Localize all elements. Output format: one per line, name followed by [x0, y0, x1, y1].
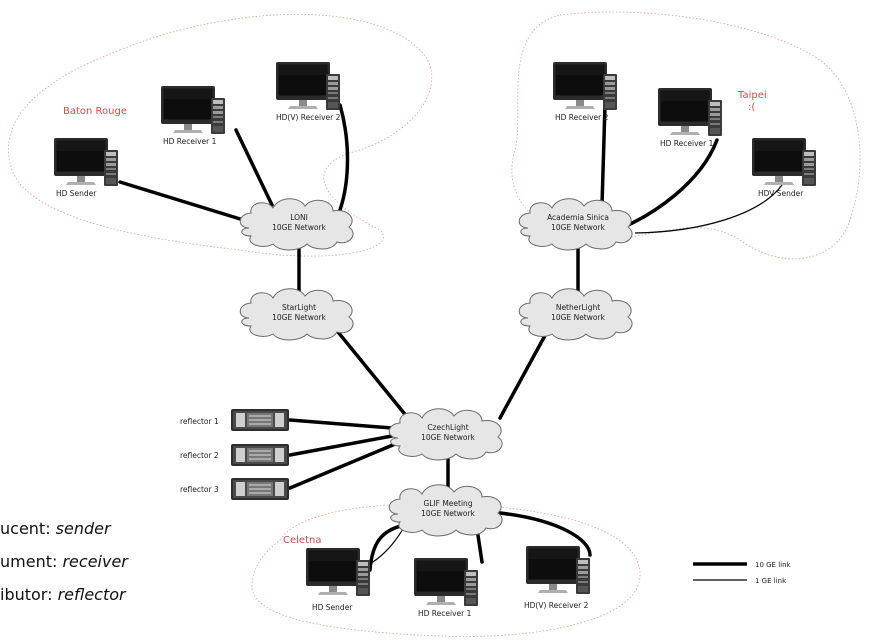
link-tp-hdv-sender-academia — [634, 184, 783, 234]
link-starlight-czechlight — [336, 330, 410, 420]
link-br-sender-loni — [118, 180, 252, 224]
computer-icon — [553, 62, 617, 110]
cloud-glif-meeting: GLIF Meeting 10GE Network — [388, 484, 503, 537]
svg-text:Academia Sinica: Academia Sinica — [547, 213, 609, 222]
workstation-br-receiver1: HD Receiver 1 — [161, 86, 225, 146]
svg-text:HD Sender: HD Sender — [56, 189, 97, 198]
svg-text:10GE Network: 10GE Network — [421, 433, 475, 442]
link-tp-receiver1-academia — [626, 138, 719, 227]
link-reflector1-czechlight — [288, 418, 394, 430]
svg-text:HD Receiver 1: HD Receiver 1 — [163, 137, 217, 146]
svg-text:StarLight: StarLight — [282, 303, 316, 312]
computer-icon — [54, 138, 118, 186]
svg-text:HD Receiver 1: HD Receiver 1 — [418, 609, 472, 618]
side-text-line-2: ument: receiver — [0, 552, 128, 571]
cloud-loni: LONI 10GE Network — [239, 198, 354, 251]
svg-text:HD Sender: HD Sender — [312, 603, 353, 612]
site-label-celetna: Celetna — [283, 535, 321, 546]
workstation-cz-receiver1: HD Receiver 1 — [414, 558, 478, 618]
cloud-netherlight: NetherLight 10GE Network — [518, 288, 633, 341]
legend-thick-label: 10 GE link — [755, 561, 792, 569]
site-label-baton-rouge: Baton Rouge — [63, 106, 127, 117]
link-reflector3-czechlight — [288, 440, 402, 490]
svg-text:reflector 1: reflector 1 — [180, 417, 219, 426]
reflector-2: reflector 2 — [180, 444, 289, 466]
workstation-cz-sender: HD Sender — [306, 548, 370, 612]
svg-text:HD(V) Receiver 2: HD(V) Receiver 2 — [276, 113, 341, 122]
link-glif-cz-receiver2 — [498, 511, 592, 557]
server-icon — [231, 478, 289, 500]
svg-text:HD Receiver 2: HD Receiver 2 — [555, 113, 609, 122]
svg-text:10GE Network: 10GE Network — [551, 223, 605, 232]
site-label-taipei: Taipei — [737, 90, 767, 101]
svg-text:10GE Network: 10GE Network — [272, 223, 326, 232]
workstation-cz-receiver2: HD(V) Receiver 2 — [524, 546, 590, 610]
workstation-tp-hdv-sender: HDV Sender — [752, 138, 816, 198]
computer-icon — [414, 558, 478, 606]
svg-text:HD(V) Receiver 2: HD(V) Receiver 2 — [524, 601, 589, 610]
svg-text:10GE Network: 10GE Network — [272, 313, 326, 322]
link-tp-receiver2-academia — [600, 103, 607, 207]
svg-text:CzechLight: CzechLight — [427, 423, 468, 432]
site-label-taipei-note: :( — [748, 102, 755, 113]
reflector-1: reflector 1 — [180, 409, 289, 431]
workstation-br-receiver2: HD(V) Receiver 2 — [276, 62, 341, 122]
computer-icon — [526, 546, 590, 594]
legend-thin-label: 1 GE link — [755, 577, 787, 585]
legend: 10 GE link 1 GE link — [693, 561, 792, 585]
side-text-line-1: ucent: sender — [0, 519, 111, 538]
region-baton-rouge-outline — [8, 13, 432, 257]
side-text-line-3: ibutor: reflector — [0, 585, 126, 604]
reflector-3: reflector 3 — [180, 478, 289, 500]
workstation-tp-receiver2: HD Receiver 2 — [553, 62, 617, 122]
computer-icon — [161, 86, 225, 134]
computer-icon — [276, 62, 340, 110]
svg-text:HDV Sender: HDV Sender — [758, 189, 804, 198]
ten-ge-links — [118, 103, 719, 572]
cloud-czechlight: CzechLight 10GE Network — [388, 408, 503, 461]
svg-text:10GE Network: 10GE Network — [551, 313, 605, 322]
svg-text:10GE Network: 10GE Network — [421, 509, 475, 518]
svg-text:NetherLight: NetherLight — [556, 303, 600, 312]
svg-text:HD Receiver 1: HD Receiver 1 — [660, 139, 714, 148]
link-netherlight-czechlight — [498, 328, 550, 420]
svg-text:LONI: LONI — [290, 213, 308, 222]
region-taipei-outline — [511, 11, 861, 260]
server-icon — [231, 444, 289, 466]
computer-icon — [658, 88, 722, 136]
computer-icon — [752, 138, 816, 186]
svg-text:GLIF Meeting: GLIF Meeting — [423, 499, 472, 508]
computer-icon — [306, 548, 370, 596]
svg-text:reflector 3: reflector 3 — [180, 485, 219, 494]
link-br-receiver1-loni — [234, 128, 274, 207]
cloud-academia-sinica: Academia Sinica 10GE Network — [518, 198, 633, 251]
region-celetna-outline — [251, 503, 641, 637]
svg-text:reflector 2: reflector 2 — [180, 451, 219, 460]
workstation-tp-receiver1: HD Receiver 1 — [658, 88, 722, 148]
link-br-receiver2-loni — [338, 103, 350, 212]
workstation-br-sender: HD Sender — [54, 138, 118, 198]
server-icon — [231, 409, 289, 431]
link-reflector2-czechlight — [288, 434, 394, 457]
cloud-starlight: StarLight 10GE Network — [239, 288, 354, 341]
link-glif-cz-sender — [368, 523, 407, 572]
